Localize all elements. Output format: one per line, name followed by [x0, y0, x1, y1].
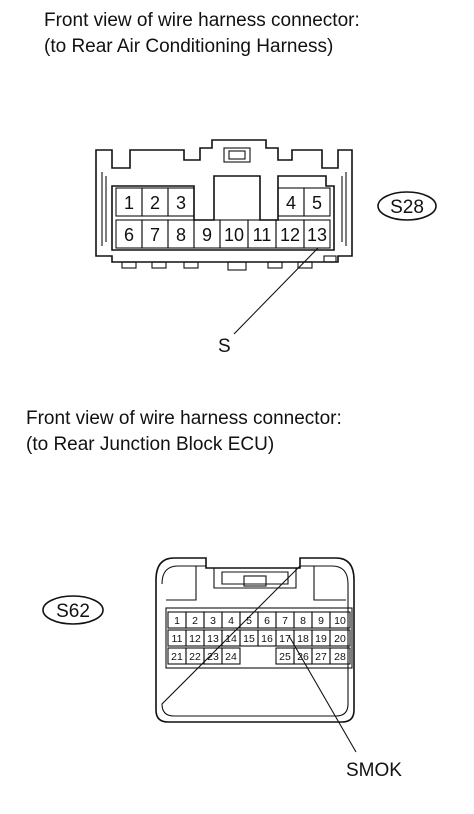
s62-row2-cells [167, 629, 351, 647]
s28-id-badge [377, 191, 437, 221]
s62-pin-21: 21 [171, 651, 183, 663]
s28-row1-left [115, 187, 195, 217]
s28-row1-right [277, 187, 331, 217]
s28-pin-9: 9 [202, 225, 212, 245]
s62-pin-1: 1 [174, 615, 180, 627]
s62-pin-15: 15 [243, 633, 255, 645]
s62-pin-27: 27 [315, 651, 327, 663]
s62-pin-3: 3 [210, 615, 216, 627]
s62-pin-19: 19 [315, 633, 327, 645]
s62-lock-window [243, 575, 267, 587]
s62-pin-13: 13 [207, 633, 219, 645]
connector-s28: 1 2 3 4 5 6 7 8 9 10 11 12 13 S [95, 139, 437, 357]
s28-pin-4: 4 [286, 193, 296, 213]
s62-pin-8: 8 [300, 615, 306, 627]
s62-lock-tab [213, 568, 297, 589]
s62-pin-2: 2 [192, 615, 198, 627]
s62-pin-24: 24 [225, 651, 237, 663]
s62-pin-20: 20 [334, 633, 346, 645]
s62-id-badge [42, 595, 104, 625]
s62-row3-cells [167, 647, 351, 665]
caption-bottom-line2: (to Rear Junction Block ECU) [26, 434, 275, 455]
s28-lock-window [228, 150, 246, 160]
s62-housing [155, 557, 355, 723]
s62-pin-17: 17 [279, 633, 291, 645]
s62-pin-6: 6 [264, 615, 270, 627]
s28-right-rail [341, 172, 347, 246]
s62-pin-4: 4 [228, 615, 234, 627]
s28-id-label: S28 [390, 197, 424, 218]
s62-pin-7: 7 [282, 615, 288, 627]
s62-pin-22: 22 [189, 651, 201, 663]
s62-pin-23: 23 [207, 651, 219, 663]
s28-left-rail [101, 172, 107, 246]
s62-pin-18: 18 [297, 633, 309, 645]
s28-pin-12: 12 [280, 225, 300, 245]
s28-lock-tab [223, 147, 251, 163]
s62-pin-26: 26 [297, 651, 309, 663]
s28-pin-10: 10 [224, 225, 244, 245]
s62-left-shoulder [166, 566, 197, 601]
s62-pin-14: 14 [225, 633, 237, 645]
s62-pin-28: 28 [334, 651, 346, 663]
s62-row1-cells [167, 611, 351, 629]
s28-pin-1: 1 [124, 193, 134, 213]
s28-pin-5: 5 [312, 193, 322, 213]
s62-pin-12: 12 [189, 633, 201, 645]
s28-pin-11: 11 [253, 225, 272, 245]
s62-id-label: S62 [56, 601, 90, 622]
s28-pin-2: 2 [150, 193, 160, 213]
s62-pin-25: 25 [279, 651, 291, 663]
s62-pin-10: 10 [334, 615, 346, 627]
s62-pin-11: 11 [172, 633, 183, 645]
s62-pin-16: 16 [261, 633, 273, 645]
s28-row2-cells [115, 219, 331, 249]
s62-cavity [165, 607, 353, 669]
s62-pin-leader [288, 635, 357, 753]
s62-right-shoulder [313, 566, 346, 601]
s28-housing [95, 139, 353, 263]
s28-pin-3: 3 [176, 193, 186, 213]
caption-bottom: Front view of wire harness connector: (t… [26, 406, 342, 458]
s62-pin-label: SMOK [346, 760, 402, 781]
caption-top-line2: (to Rear Air Conditioning Harness) [44, 36, 334, 57]
caption-top-line1: Front view of wire harness connector: [44, 10, 360, 31]
s62-inner-outline [161, 565, 349, 717]
s28-pin-13: 13 [307, 225, 327, 245]
s62-pin-5: 5 [246, 615, 252, 627]
s28-pin-label: S [218, 336, 231, 357]
s62-pin-9: 9 [318, 615, 324, 627]
s28-pin-8: 8 [176, 225, 186, 245]
s28-pin-6: 6 [124, 225, 134, 245]
s28-pin-leader [233, 247, 319, 335]
s28-pin-7: 7 [150, 225, 160, 245]
caption-top: Front view of wire harness connector: (t… [44, 8, 360, 60]
caption-bottom-line1: Front view of wire harness connector: [26, 408, 342, 429]
connector-s62: 1 2 3 4 5 6 7 8 9 10 11 12 13 14 15 16 1… [42, 557, 402, 781]
